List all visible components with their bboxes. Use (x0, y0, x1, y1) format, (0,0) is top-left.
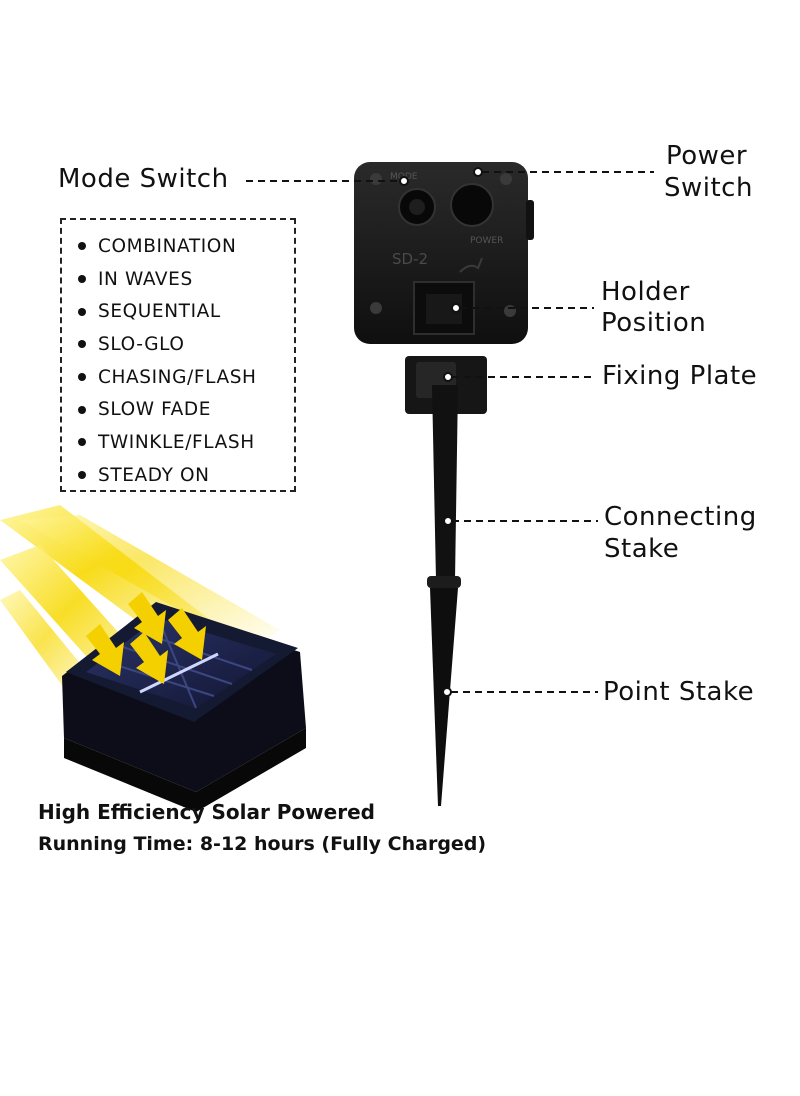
leader-lines (246, 171, 654, 693)
mode-item-label: SLO-GLO (98, 333, 185, 355)
point-stake-label: Point Stake (603, 677, 755, 707)
bullet-icon (78, 340, 86, 349)
bullet-icon (78, 242, 86, 251)
holder-position-label-line2: Position (601, 308, 707, 338)
mode-switch-label: Mode Switch (58, 164, 229, 194)
mode-item-label: COMBINATION (98, 235, 237, 257)
mode-item-label: IN WAVES (98, 268, 193, 290)
fixing-plate-label: Fixing Plate (602, 361, 758, 391)
controller-box (354, 162, 534, 344)
mode-item: SEQUENTIAL (78, 295, 257, 328)
bullet-icon (78, 373, 86, 382)
bullet-icon (78, 471, 86, 480)
stake (405, 356, 487, 806)
mode-item-label: SEQUENTIAL (98, 301, 221, 323)
mode-list: COMBINATION IN WAVES SEQUENTIAL SLO-GLO … (78, 230, 257, 492)
bullet-icon (78, 438, 86, 447)
bullet-icon (78, 307, 86, 316)
mode-item-label: SLOW FADE (98, 399, 212, 421)
sun-arrows (86, 592, 206, 684)
mode-item: TWINKLE/FLASH (78, 426, 257, 459)
power-button-icon (450, 183, 494, 227)
mode-item-label: CHASING/FLASH (98, 366, 257, 388)
screw-top-left (370, 173, 382, 185)
mode-item: COMBINATION (78, 230, 257, 263)
bullet-icon (78, 275, 86, 284)
power-marking: POWER (470, 236, 503, 246)
bullet-icon (78, 405, 86, 414)
mode-item: IN WAVES (78, 263, 257, 296)
mode-item: SLO-GLO (78, 328, 257, 361)
solar-panel (62, 602, 306, 812)
connecting-stake-label-line1: Connecting (604, 502, 757, 532)
mode-item-label: STEADY ON (98, 464, 210, 486)
mode-item: STEADY ON (78, 459, 257, 492)
mode-item: CHASING/FLASH (78, 361, 257, 394)
mode-item: SLOW FADE (78, 393, 257, 426)
modes-box: COMBINATION IN WAVES SEQUENTIAL SLO-GLO … (60, 218, 296, 492)
model-marking: SD-2 (392, 250, 428, 268)
leader-endpoints (399, 167, 483, 697)
power-switch-label-line2: Switch (664, 173, 753, 203)
holder-position-label-line1: Holder (601, 277, 690, 307)
connecting-stake-label-line2: Stake (604, 534, 680, 564)
caption-running-time: Running Time: 8-12 hours (Fully Charged) (38, 833, 487, 855)
mode-item-label: TWINKLE/FLASH (98, 431, 255, 453)
caption-solar-powered: High Efficiency Solar Powered (38, 800, 375, 824)
power-switch-label-line1: Power (666, 141, 748, 171)
